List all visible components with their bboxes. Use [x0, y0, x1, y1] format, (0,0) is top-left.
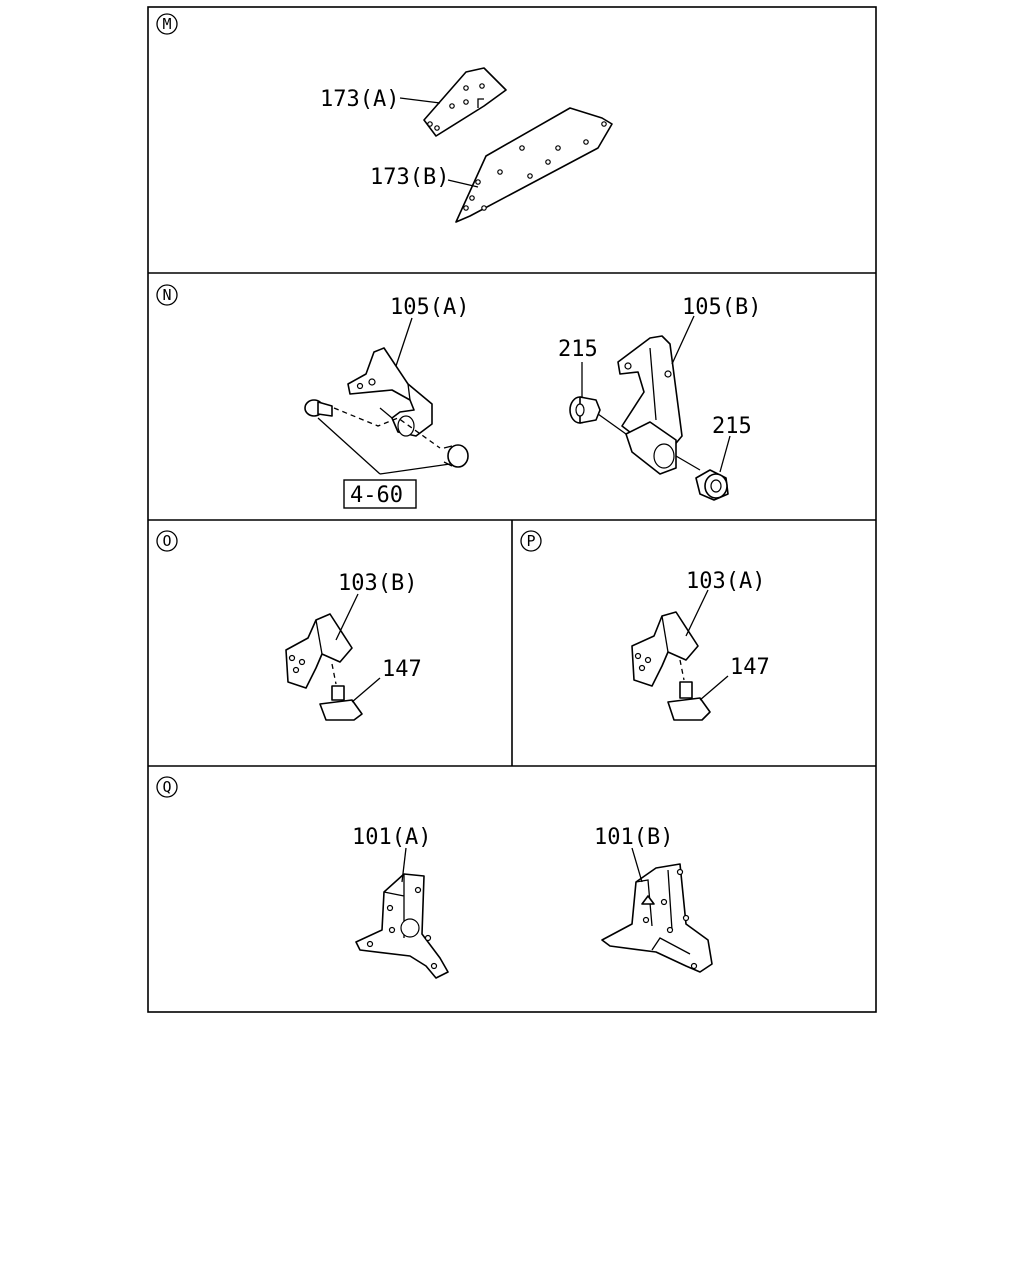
- label-215-top: 215: [558, 337, 598, 362]
- leader-215-bottom: [719, 435, 731, 473]
- dash-103a-axis: [679, 659, 685, 681]
- label-101b: 101(B): [594, 825, 673, 850]
- leader-101b: [631, 847, 643, 883]
- leader-4-60-left: [317, 417, 381, 475]
- label-173a: 173(A): [320, 87, 399, 112]
- label-147-p: 147: [730, 655, 770, 680]
- part-bushing-left: [304, 399, 333, 417]
- leader-147-o: [351, 677, 381, 703]
- leader-4-60-right: [379, 463, 451, 475]
- svg-text:Q: Q: [162, 778, 171, 796]
- leader-105b: [671, 315, 695, 365]
- leader-103a: [685, 589, 709, 637]
- part-101b-bracket: [601, 863, 713, 973]
- svg-text:N: N: [162, 286, 171, 304]
- part-173b-plate: [455, 107, 613, 223]
- section-marker-o: O: [156, 530, 178, 552]
- leader-101a: [401, 847, 407, 883]
- leader-103b: [335, 593, 359, 641]
- dash-103b-axis: [331, 663, 337, 685]
- leader-173a: [399, 97, 441, 104]
- section-marker-q: Q: [156, 776, 178, 798]
- label-103a: 103(A): [686, 569, 765, 594]
- diagram-frame: [147, 6, 877, 1013]
- part-bushing-right: [443, 444, 469, 468]
- section-marker-n: N: [156, 284, 178, 306]
- label-215-bottom: 215: [712, 414, 752, 439]
- part-103b-bracket: [285, 613, 353, 689]
- leader-105a: [395, 317, 413, 367]
- part-103a-bracket: [631, 611, 699, 687]
- label-147-o: 147: [382, 657, 422, 682]
- part-173a-plate: [423, 67, 507, 137]
- label-101a: 101(A): [352, 825, 431, 850]
- ref-box-4-60: 4-60: [343, 479, 417, 509]
- part-215-bushing-bottom: [695, 469, 729, 501]
- svg-text:P: P: [526, 532, 535, 550]
- dash-105a-axis: [333, 407, 441, 449]
- svg-text:O: O: [162, 532, 171, 550]
- svg-text:M: M: [162, 15, 171, 33]
- label-103b: 103(B): [338, 571, 417, 596]
- leader-173b: [447, 179, 479, 188]
- part-215-bushing-top: [569, 396, 601, 424]
- part-147-stopper-p: [667, 681, 711, 721]
- part-147-stopper-o: [319, 685, 363, 721]
- part-105a-bracket: [347, 347, 433, 437]
- label-105b: 105(B): [682, 295, 761, 320]
- section-marker-m: M: [156, 13, 178, 35]
- label-105a: 105(A): [390, 295, 469, 320]
- leader-147-p: [699, 675, 729, 701]
- label-173b: 173(B): [370, 165, 449, 190]
- part-101a-bracket: [355, 873, 449, 979]
- part-105b-bracket: [597, 335, 701, 475]
- ref-label-4-60: 4-60: [350, 483, 403, 508]
- section-marker-p: P: [520, 530, 542, 552]
